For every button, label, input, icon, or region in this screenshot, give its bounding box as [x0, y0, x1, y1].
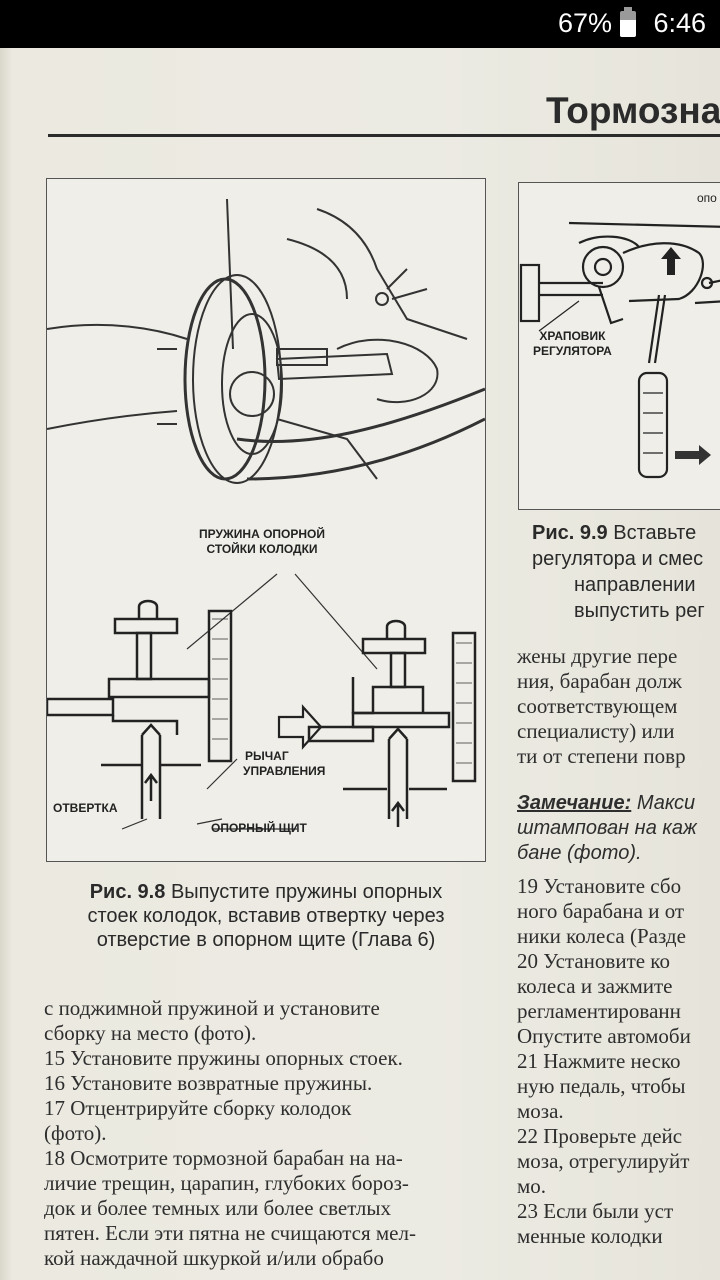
text-line: 17 Отцентрируйте сборку колодок — [44, 1096, 352, 1120]
text-line: менные колодки — [517, 1224, 663, 1248]
text-line: специалисту) или — [517, 719, 675, 743]
figure-9-8: ПРУЖИНА ОПОРНОЙ СТОЙКИ КОЛОДКИ РЫЧАГ УПР… — [46, 178, 486, 862]
note-line: Замечание: Макси — [517, 792, 696, 814]
text-line: моза. — [517, 1099, 564, 1123]
text-line: с поджимной пружиной и установите — [44, 996, 380, 1020]
text-line: колеса и зажмите — [517, 974, 673, 998]
label-screwdriver: ОТВЕРТКА — [53, 801, 118, 815]
text-line: соответствующем — [517, 694, 678, 718]
right-text-column: жены другие пере ния, барабан долж соотв… — [517, 644, 720, 1249]
note-line: бане (фото). — [517, 842, 642, 864]
text-line: док и более темных или более светлых — [44, 1196, 391, 1220]
battery-percent: 67% — [557, 8, 612, 38]
left-text-column: с поджимной пружиной и установите сборку… — [44, 996, 488, 1271]
text-line: ного барабана и от — [517, 899, 685, 923]
text-line: пятен. Если эти пятна не счищаются мел- — [44, 1221, 416, 1245]
label-ratchet: ХРАПОВИК РЕГУЛЯТОРА — [533, 329, 612, 358]
text-line: ти от степени повр — [517, 744, 686, 768]
book-page: Тормозна — [0, 48, 720, 1280]
label-top: опо — [697, 191, 717, 205]
label-spring: ПРУЖИНА ОПОРНОЙ СТОЙКИ КОЛОДКИ — [199, 527, 325, 556]
caption-9-8: Рис. 9.8 Выпустите пружины опорных стоек… — [87, 881, 445, 951]
note-label: Замечание: — [517, 792, 632, 814]
clock: 6:46 — [653, 8, 706, 38]
note-line: штампован на каж — [517, 817, 697, 839]
figure-9-9: опо ХРАПОВИК РЕГУЛЯТОРА — [518, 182, 720, 510]
text-line: 23 Если были уст — [517, 1199, 674, 1223]
text-line: ную педаль, чтобы — [517, 1074, 686, 1098]
status-bar: 67% 6:46 — [0, 0, 720, 48]
figure-9-8-drawing — [47, 198, 485, 830]
text-line: ники колеса (Разде — [517, 924, 686, 948]
text-line: 20 Установите ко — [517, 949, 670, 973]
text-line: 22 Проверьте дейс — [517, 1124, 683, 1148]
text-line: ния, барабан долж — [517, 669, 682, 693]
heading-rule — [48, 134, 720, 137]
caption-9-8-number: Рис. 9.8 — [89, 881, 166, 903]
label-plate: ОПОРНЫЙ ЩИТ — [211, 821, 307, 835]
battery-icon — [620, 7, 636, 37]
text-line: личие трещин, царапин, глубоких бороз- — [44, 1171, 409, 1195]
text-line: Опустите автомоби — [517, 1024, 691, 1048]
text-line: 16 Установите возвратные пружины. — [44, 1071, 373, 1095]
page-heading: Тормозна — [546, 90, 720, 131]
label-lever: РЫЧАГ УПРАВЛЕНИЯ — [243, 749, 326, 778]
text-line: 19 Установите сбо — [517, 874, 682, 898]
caption-9-9: Рис. 9.9 Вставьте регулятора и смес напр… — [532, 522, 705, 622]
text-line: 21 Нажмите неско — [517, 1049, 681, 1073]
figure-9-9-drawing — [519, 221, 720, 479]
text-line: регламентированн — [517, 999, 681, 1023]
text-line: сборку на место (фото). — [44, 1021, 257, 1045]
caption-9-9-number: Рис. 9.9 — [532, 522, 608, 544]
text-line: моза, отрегулируйт — [517, 1149, 690, 1173]
text-line: 18 Осмотрите тормозной барабан на на- — [44, 1146, 403, 1170]
text-line: мо. — [517, 1174, 547, 1198]
text-line: жены другие пере — [517, 644, 678, 668]
text-line: (фото). — [44, 1121, 107, 1145]
text-line: 15 Установите пружины опорных стоек. — [44, 1046, 403, 1070]
text-line: кой наждачной шкуркой и/или обрабо — [44, 1246, 384, 1270]
